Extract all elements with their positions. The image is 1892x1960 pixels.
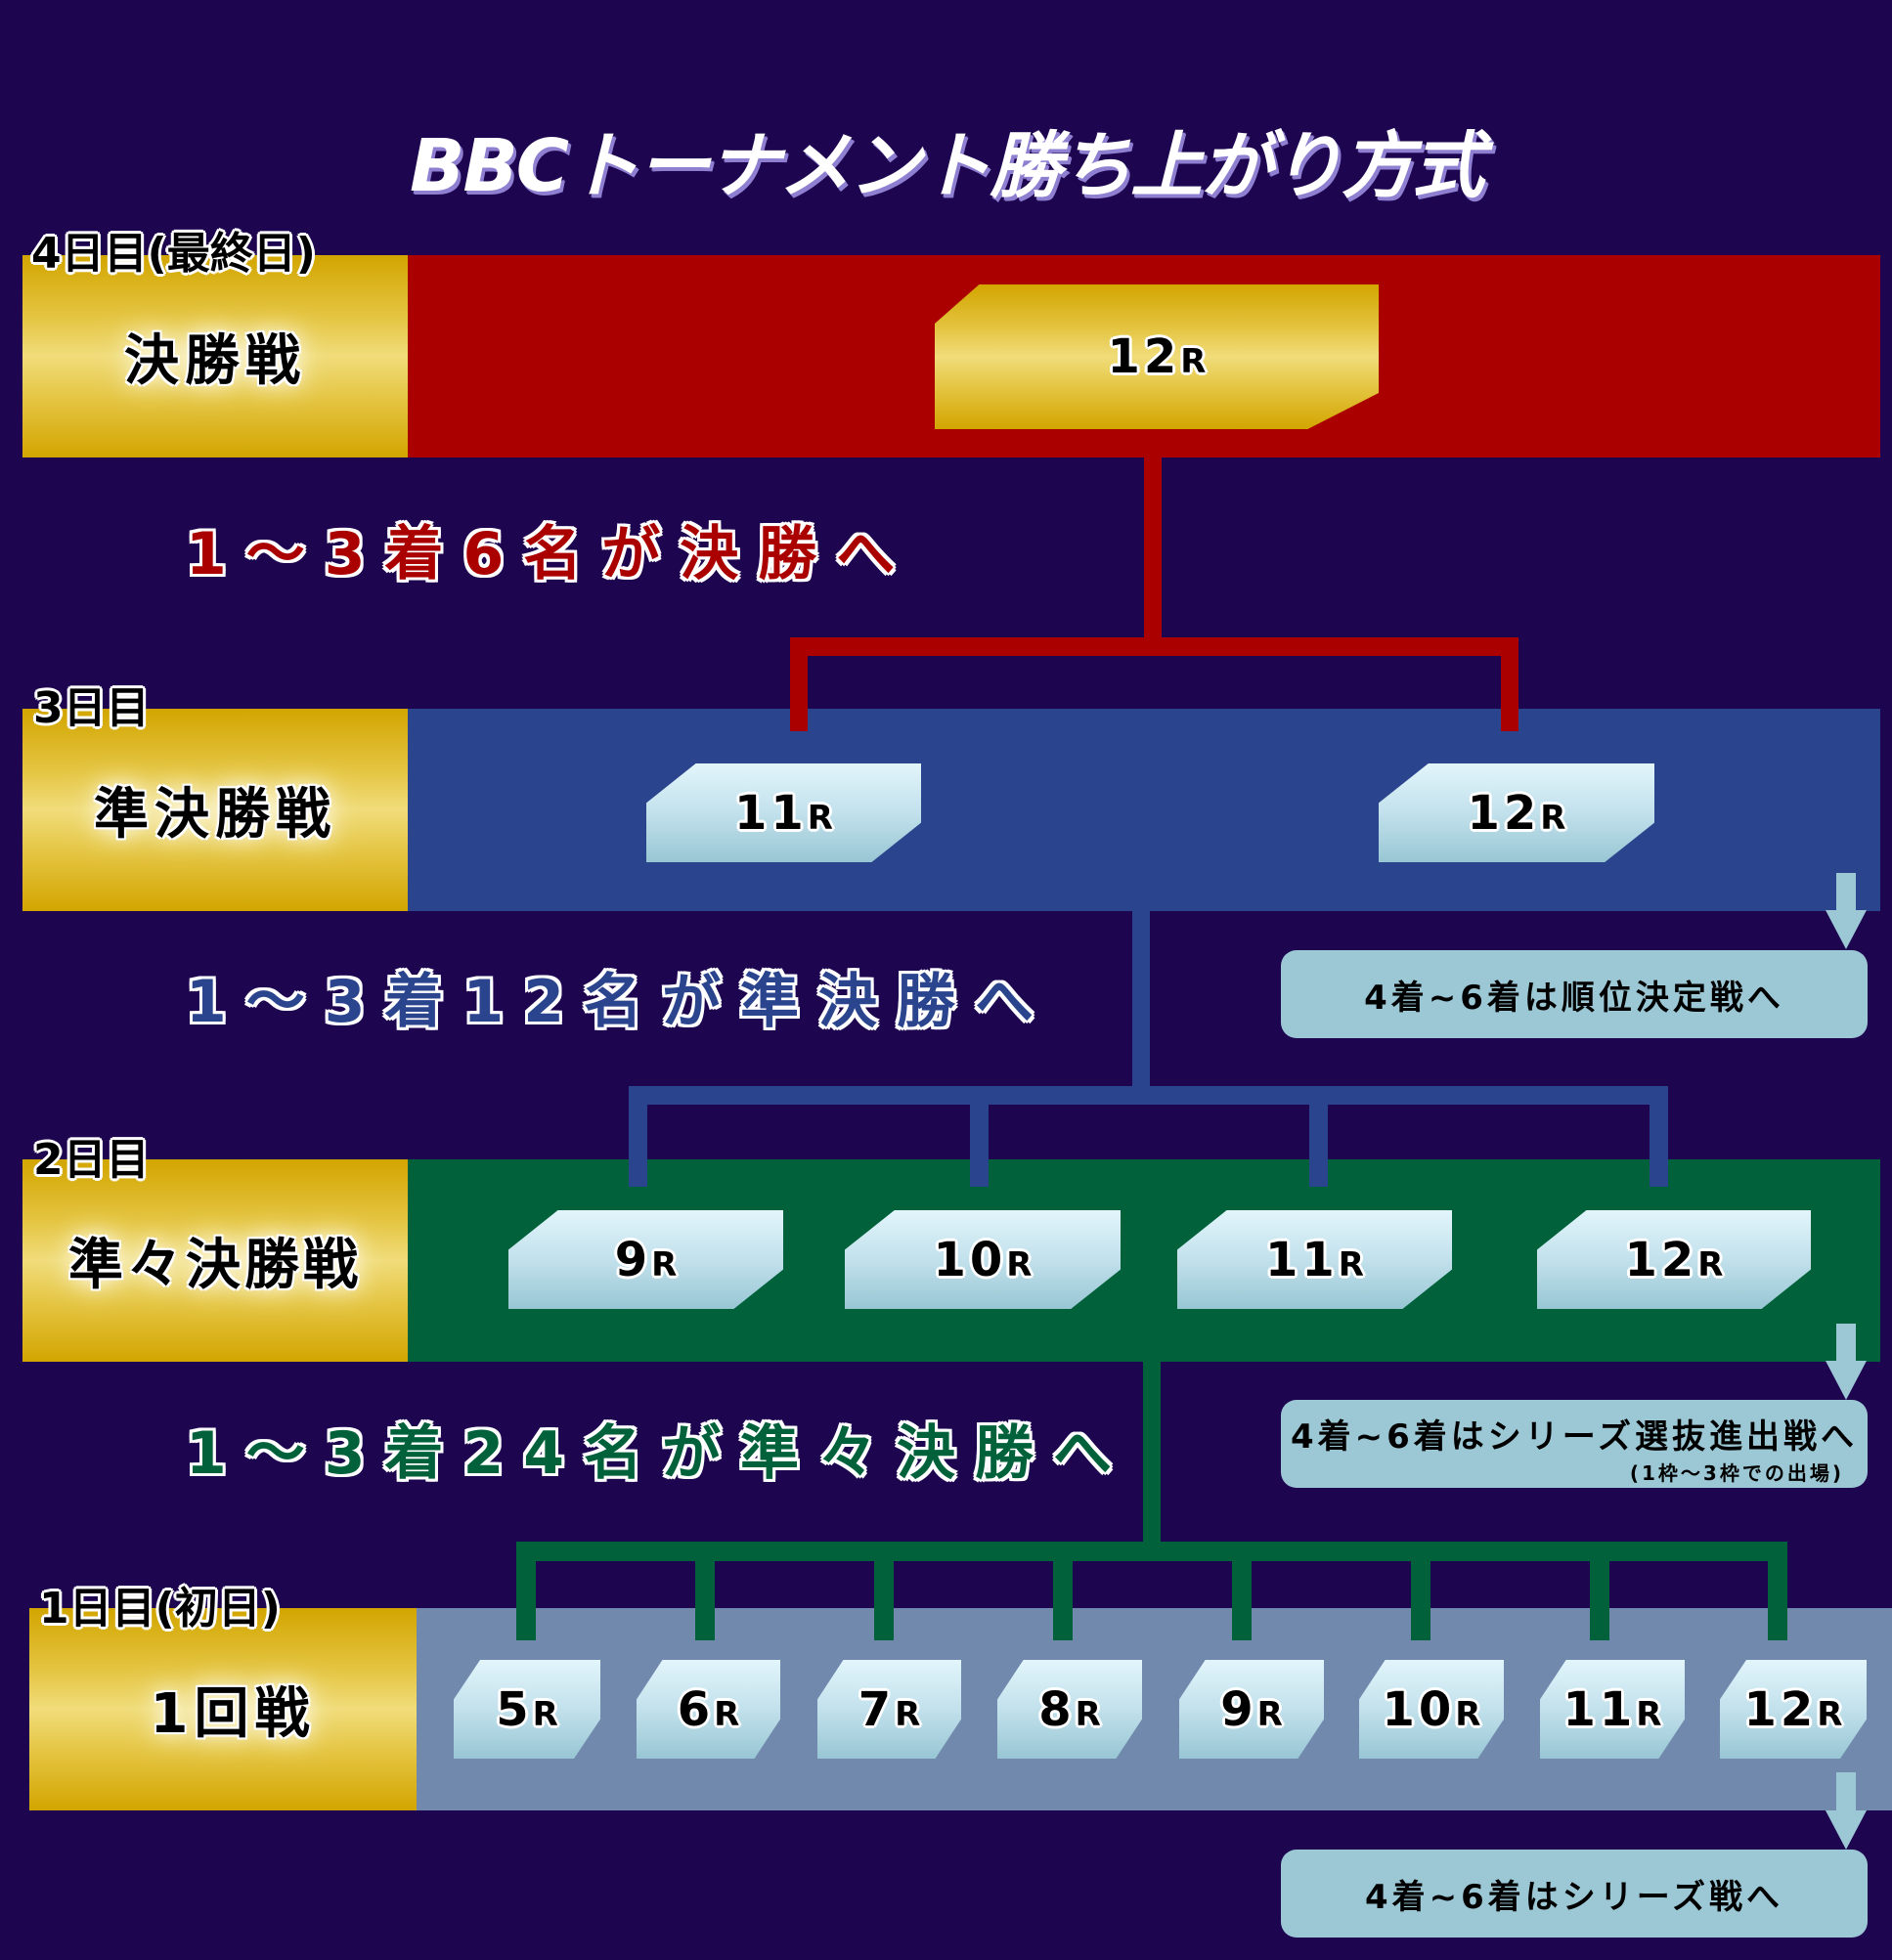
quarterfinal-race-11r[interactable]: 11R (1177, 1210, 1452, 1309)
final-race-12r[interactable]: 12R (935, 284, 1379, 429)
quarterfinal-stage-block: 準々決勝戦 (22, 1159, 408, 1362)
quarterfinal-connector-3-tail (874, 1608, 894, 1640)
race-suffix: R (1817, 1694, 1843, 1734)
semifinal-stage-title: 準決勝戦 (94, 783, 336, 847)
final-connector-right-tail (1501, 709, 1518, 731)
race-number: 6 (677, 1681, 715, 1737)
quarterfinal-race-9r[interactable]: 9R (508, 1210, 783, 1309)
race-number: 10 (933, 1232, 1007, 1287)
caption-to-semifinal: 1〜3着12名が準決勝へ (186, 968, 1053, 1036)
quarterfinal-stage-title: 準々決勝戦 (68, 1234, 362, 1297)
race-suffix: R (1636, 1694, 1662, 1734)
final-stage-title: 決勝戦 (124, 329, 306, 393)
info-text: 4着~6着は順位決定戦へ (1364, 978, 1784, 1018)
quarterfinal-connector-4-tail (1053, 1608, 1073, 1640)
first-round-race-7r[interactable]: 7R (817, 1660, 961, 1759)
race-suffix: R (1006, 1244, 1033, 1285)
quarterfinal-connector-stem (1143, 1361, 1161, 1551)
down-arrow-stem (1836, 873, 1856, 910)
first-round-race-6r[interactable]: 6R (637, 1660, 780, 1759)
quarterfinal-connector-1-tail (516, 1608, 536, 1640)
down-arrow-icon (1826, 1361, 1867, 1400)
race-number: 10 (1382, 1681, 1456, 1737)
quarterfinal-connector-5-tail (1232, 1608, 1252, 1640)
race-number: 11 (1265, 1232, 1339, 1287)
semifinal-connector-stem (1132, 910, 1150, 1096)
race-suffix: R (895, 1694, 921, 1734)
quarterfinal-connector-6-tail (1411, 1608, 1430, 1640)
first-round-race-5r[interactable]: 5R (454, 1660, 600, 1759)
final-connector-stem (1144, 457, 1162, 644)
first-round-race-12r[interactable]: 12R (1720, 1660, 1867, 1759)
race-number: 12 (1743, 1681, 1818, 1737)
race-number: 11 (734, 785, 808, 841)
semifinal-stage-block: 準決勝戦 (22, 709, 408, 911)
first-round-stage-block: 1回戦 (29, 1608, 417, 1810)
semifinal-connector-2-tail (970, 1159, 989, 1187)
quarterfinal-race-12r[interactable]: 12R (1537, 1210, 1811, 1309)
race-suffix: R (651, 1244, 678, 1285)
caption-to-final: 1〜3着6名が決勝へ (186, 520, 915, 588)
first-round-race-9r[interactable]: 9R (1179, 1660, 1324, 1759)
semifinal-race-12r[interactable]: 12R (1379, 763, 1654, 862)
down-arrow-icon (1826, 1810, 1867, 1850)
info-first-round-losers: 4着~6着はシリーズ戦へ (1281, 1850, 1868, 1938)
race-suffix: R (1338, 1244, 1364, 1285)
race-suffix: R (1697, 1244, 1724, 1285)
race-number: 9 (1220, 1681, 1257, 1737)
final-connector-left-tail (790, 709, 808, 731)
first-round-race-11r[interactable]: 11R (1540, 1660, 1685, 1759)
info-text: 4着~6着はシリーズ選抜進出戦へ (1290, 1417, 1859, 1457)
semifinal-connector-bar (629, 1086, 1668, 1105)
caption-to-quarterfinal: 1〜3着24名が準々決勝へ (186, 1419, 1131, 1488)
race-number: 5 (496, 1681, 533, 1737)
final-connector-left (790, 637, 808, 731)
semifinal-connector-1-tail (629, 1159, 647, 1187)
race-number: 9 (614, 1232, 652, 1287)
first-round-race-8r[interactable]: 8R (997, 1660, 1142, 1759)
race-suffix: R (1540, 798, 1566, 838)
down-arrow-stem (1836, 1324, 1856, 1361)
quarterfinal-connector-8-tail (1768, 1608, 1787, 1640)
race-suffix: R (807, 798, 833, 838)
final-connector-bar (790, 637, 1518, 656)
info-quarterfinal-losers: 4着~6着はシリーズ選抜進出戦へ (1枠〜3枠での出場) (1281, 1400, 1868, 1488)
day2-label: 2日目 (33, 1135, 150, 1185)
semifinal-connector-3-tail (1309, 1159, 1328, 1187)
quarterfinal-connector-2-tail (695, 1608, 715, 1640)
race-suffix: R (1180, 342, 1207, 381)
quarterfinal-connector-bar (516, 1542, 1786, 1561)
race-suffix: R (532, 1694, 558, 1734)
info-semifinal-losers: 4着~6着は順位決定戦へ (1281, 950, 1868, 1038)
down-arrow-stem (1836, 1772, 1856, 1810)
race-number: 12 (1107, 329, 1181, 384)
race-suffix: R (714, 1694, 740, 1734)
quarterfinal-race-10r[interactable]: 10R (845, 1210, 1121, 1309)
info-subtext: (1枠〜3枠での出場) (1629, 1461, 1844, 1485)
final-stage-block: 決勝戦 (22, 255, 408, 457)
quarterfinal-connector-7-tail (1590, 1608, 1609, 1640)
down-arrow-icon (1826, 910, 1867, 949)
info-text: 4着~6着はシリーズ戦へ (1364, 1877, 1784, 1917)
day4-label: 4日目(最終日) (31, 229, 316, 279)
first-round-race-10r[interactable]: 10R (1359, 1660, 1504, 1759)
race-number: 8 (1038, 1681, 1076, 1737)
first-round-stage-title: 1回戦 (150, 1682, 316, 1746)
race-suffix: R (1455, 1694, 1481, 1734)
semifinal-connector-4-tail (1650, 1159, 1668, 1187)
race-suffix: R (1075, 1694, 1101, 1734)
day3-label: 3日目 (33, 683, 150, 733)
page-title: BBCトーナメント勝ち上がり方式 (409, 124, 1484, 208)
race-number: 12 (1624, 1232, 1698, 1287)
race-suffix: R (1256, 1694, 1283, 1734)
final-connector-right (1501, 637, 1518, 731)
race-number: 11 (1562, 1681, 1637, 1737)
semifinal-race-11r[interactable]: 11R (646, 763, 921, 862)
day1-label: 1日目(初日) (39, 1584, 281, 1633)
race-number: 7 (858, 1681, 896, 1737)
race-number: 12 (1467, 785, 1541, 841)
